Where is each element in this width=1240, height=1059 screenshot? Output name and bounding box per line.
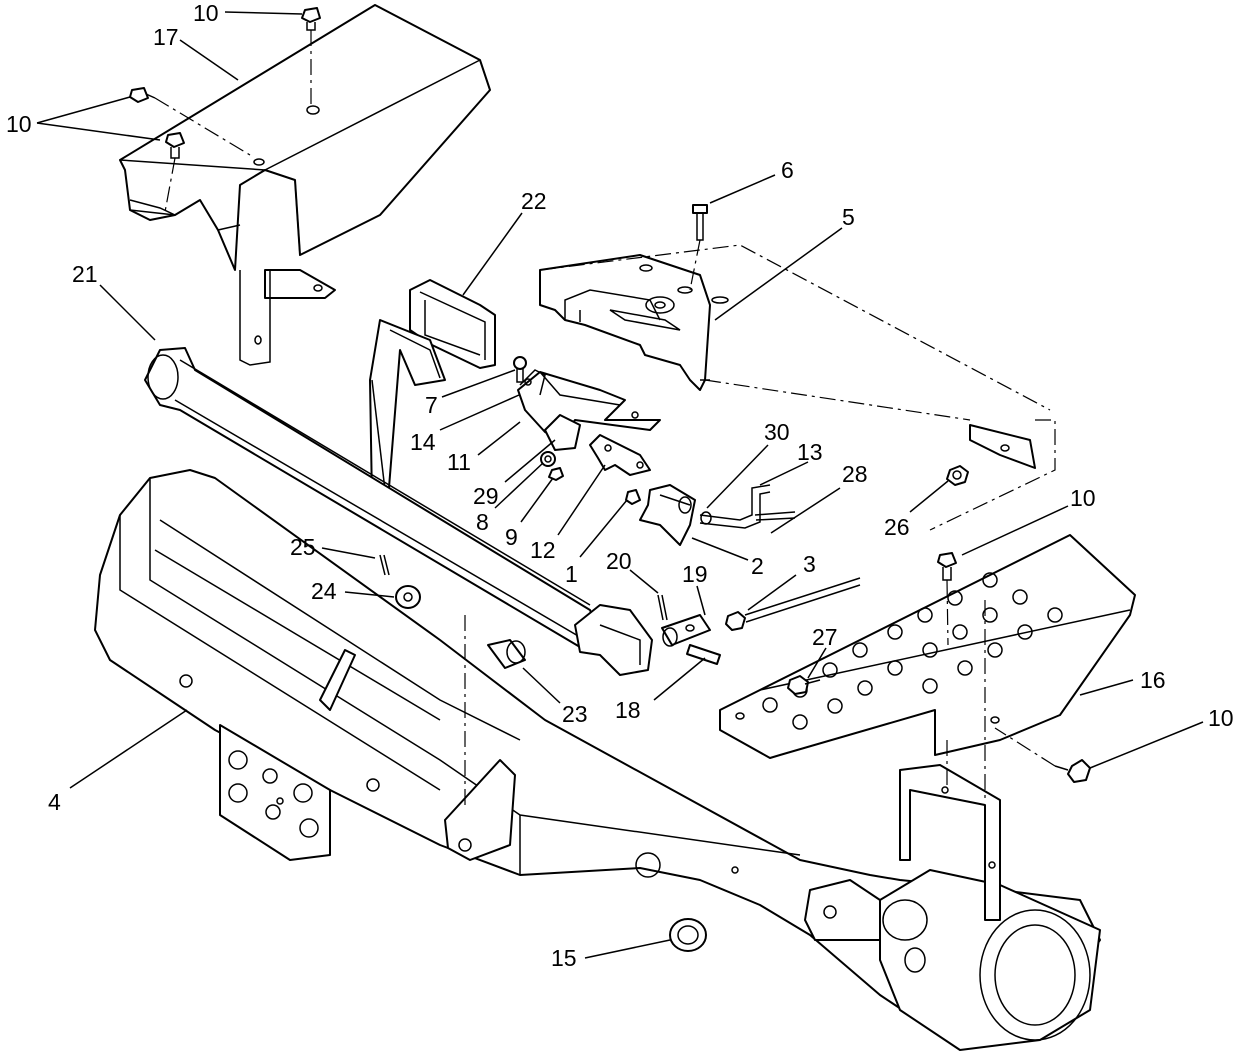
pivot-tube-part-21 [144, 347, 653, 676]
bolt-part-6 [689, 204, 708, 291]
leader-20 [629, 569, 659, 594]
callout-10: 10 [1208, 705, 1234, 731]
rod-part-30-13 [699, 484, 796, 529]
callout-8: 8 [476, 509, 489, 535]
leader-27 [807, 647, 827, 679]
callout-10: 10 [1070, 485, 1096, 511]
callout-18: 18 [615, 697, 641, 723]
leader-13 [759, 461, 809, 486]
callout-5: 5 [842, 204, 855, 230]
leader-7 [441, 369, 516, 398]
pin-part-20 [657, 594, 668, 621]
leader-25 [321, 547, 376, 559]
bushing-part-23 [487, 639, 526, 669]
callout-1: 1 [565, 561, 578, 587]
leader-1 [579, 499, 628, 558]
leader-19 [696, 585, 706, 616]
pin-part-18 [686, 644, 721, 665]
leader-15 [584, 939, 671, 959]
callout-24: 24 [311, 578, 337, 604]
callout-13: 13 [797, 439, 823, 465]
bracket-part-12 [589, 434, 651, 476]
bracket-part-11-14 [517, 369, 661, 451]
nut-part-26 [946, 465, 969, 486]
leader-23 [522, 667, 561, 704]
leader-21 [99, 284, 156, 341]
leader-30 [706, 444, 769, 509]
callout-11: 11 [447, 449, 471, 475]
leader-4 [69, 709, 188, 789]
leader-28 [770, 487, 841, 534]
nut-part-3 [725, 577, 861, 631]
leader-9 [520, 477, 554, 523]
bolt-part-27 [787, 675, 821, 695]
leader-10b-1 [36, 96, 131, 124]
callout-25: 25 [290, 534, 316, 560]
callout-2: 2 [751, 553, 764, 579]
callout-29: 29 [473, 483, 499, 509]
foot-plate-bumps [762, 572, 1063, 730]
floor-plate-part-5 [539, 244, 1056, 531]
callout-19: 19 [682, 561, 708, 587]
leader-3 [747, 574, 797, 611]
frame-part-4 [94, 469, 1101, 1051]
leader-11 [477, 421, 521, 456]
callout-21: 21 [72, 261, 98, 287]
callout-9: 9 [505, 524, 518, 550]
callout-10: 10 [6, 111, 32, 137]
leader-10d [1089, 721, 1204, 769]
pin-part-25 [379, 554, 390, 576]
leader-26 [909, 480, 949, 513]
bumper-part-15 [669, 918, 707, 952]
leader-5 [714, 227, 843, 321]
bolts-part-10 [129, 7, 1091, 783]
leader-18 [653, 657, 706, 701]
callout-16: 16 [1140, 667, 1166, 693]
leader-29 [504, 439, 556, 483]
callout-30: 30 [764, 419, 790, 445]
callout-labels: 10 17 10 22 6 5 21 7 14 11 29 8 9 12 1 3… [6, 0, 1234, 971]
hardware-7-8-9 [513, 356, 641, 505]
callout-14: 14 [410, 429, 436, 455]
callout-4: 4 [48, 789, 61, 815]
leader-10b-2 [36, 122, 161, 141]
callout-23: 23 [562, 701, 588, 727]
leader-14 [439, 394, 520, 431]
callout-12: 12 [530, 537, 556, 563]
callout-26: 26 [884, 514, 910, 540]
callout-20: 20 [606, 548, 632, 574]
leader-17 [179, 39, 239, 81]
leader-22 [462, 212, 523, 296]
leader-8 [494, 462, 544, 509]
foot-plate-part-16 [719, 534, 1136, 759]
callout-27: 27 [812, 624, 838, 650]
callout-28: 28 [842, 461, 868, 487]
callout-7: 7 [425, 392, 438, 418]
callout-10: 10 [193, 0, 219, 26]
pedal-arm [369, 319, 446, 501]
callout-15: 15 [551, 945, 577, 971]
callout-22: 22 [521, 188, 547, 214]
yoke-part-19 [661, 614, 711, 647]
leader-16 [1079, 679, 1134, 696]
leader-10c [961, 505, 1069, 556]
leader-10a [224, 11, 303, 15]
washer-part-24 [395, 585, 421, 609]
callout-3: 3 [803, 551, 816, 577]
callout-6: 6 [781, 157, 794, 183]
leader-6 [709, 174, 776, 204]
leader-24 [344, 591, 395, 598]
latch-part-2 [639, 484, 696, 546]
leader-2 [691, 537, 749, 561]
shield-part-17 [119, 4, 491, 366]
leader-12 [557, 464, 606, 536]
callout-17: 17 [153, 24, 179, 50]
